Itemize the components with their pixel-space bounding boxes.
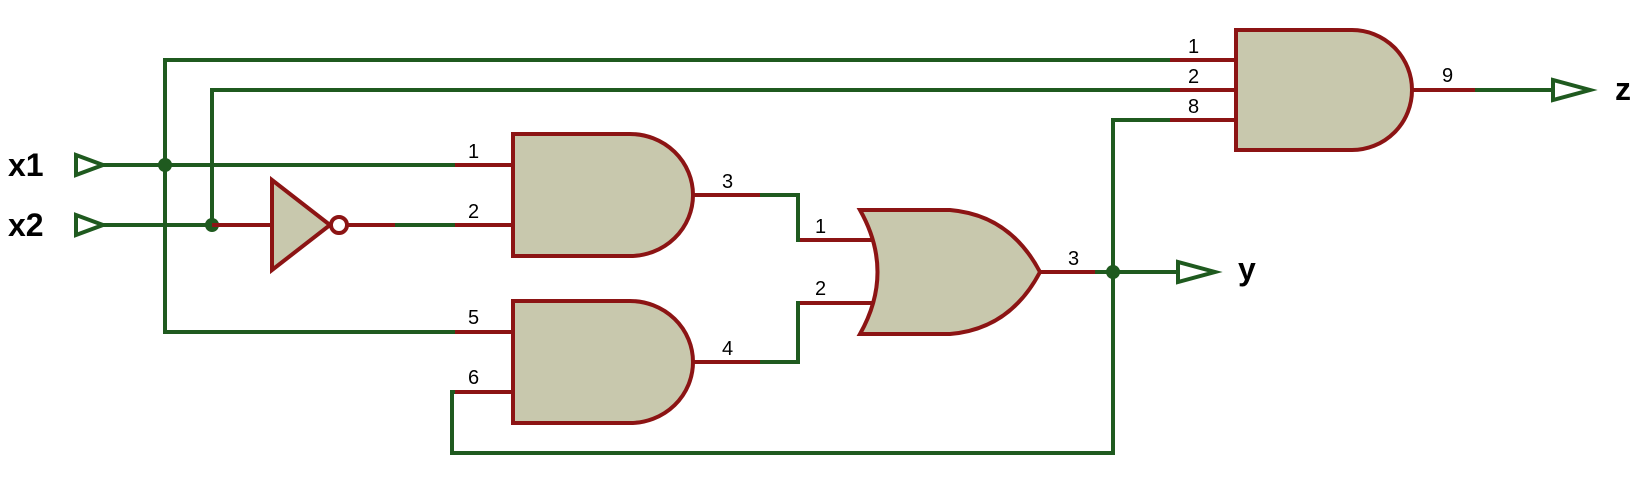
not-gate [212, 175, 395, 275]
and3-pin-9: 9 [1442, 65, 1453, 87]
and-top-pin-2: 2 [468, 201, 479, 223]
input-label-x2: x2 [8, 207, 44, 243]
wires [101, 58, 1557, 455]
inverter-bubble [329, 215, 349, 235]
and3-pin-8: 8 [1188, 96, 1199, 118]
output-port-y: y [1176, 251, 1256, 287]
output-port-z: z [1551, 71, 1631, 107]
and-gate-bottom: 5 6 4 [455, 299, 760, 425]
or-pin-3: 3 [1068, 248, 1079, 270]
or-pin-1: 1 [815, 216, 826, 238]
wire-and-bottom-to-or [758, 301, 802, 364]
and3-pin-1: 1 [1188, 36, 1199, 58]
wire-x1-to-and3-pin1 [163, 58, 1212, 167]
input-label-x1: x1 [8, 147, 44, 183]
wire-x1-to-and-bottom-pin5 [163, 163, 457, 334]
or-pin-2: 2 [815, 278, 826, 300]
and-gate-three-input: 1 2 8 9 [1170, 28, 1475, 152]
junction-y [1106, 265, 1120, 279]
wire-and-top-to-or [758, 193, 802, 242]
and3-pin-2: 2 [1188, 66, 1199, 88]
and-gate-top: 1 2 3 [455, 132, 760, 258]
and-top-pin-3: 3 [722, 171, 733, 193]
input-port-x1: x1 [8, 147, 109, 183]
wire-y-feedback-to-and-bottom-pin6 [450, 270, 1115, 455]
or-gate: 1 2 3 [800, 208, 1095, 336]
output-label-z: z [1615, 71, 1631, 107]
and-bottom-pin-4: 4 [722, 338, 733, 360]
wire-y-to-and3-pin8 [1111, 118, 1172, 274]
output-label-y: y [1238, 251, 1256, 287]
and-top-pin-1: 1 [468, 141, 479, 163]
junction-x1 [158, 158, 172, 172]
and-bottom-pin-5: 5 [468, 307, 479, 329]
input-port-x2: x2 [8, 207, 109, 243]
and-bottom-pin-6: 6 [468, 367, 479, 389]
wire-x2-to-and3-pin2 [210, 88, 1212, 227]
